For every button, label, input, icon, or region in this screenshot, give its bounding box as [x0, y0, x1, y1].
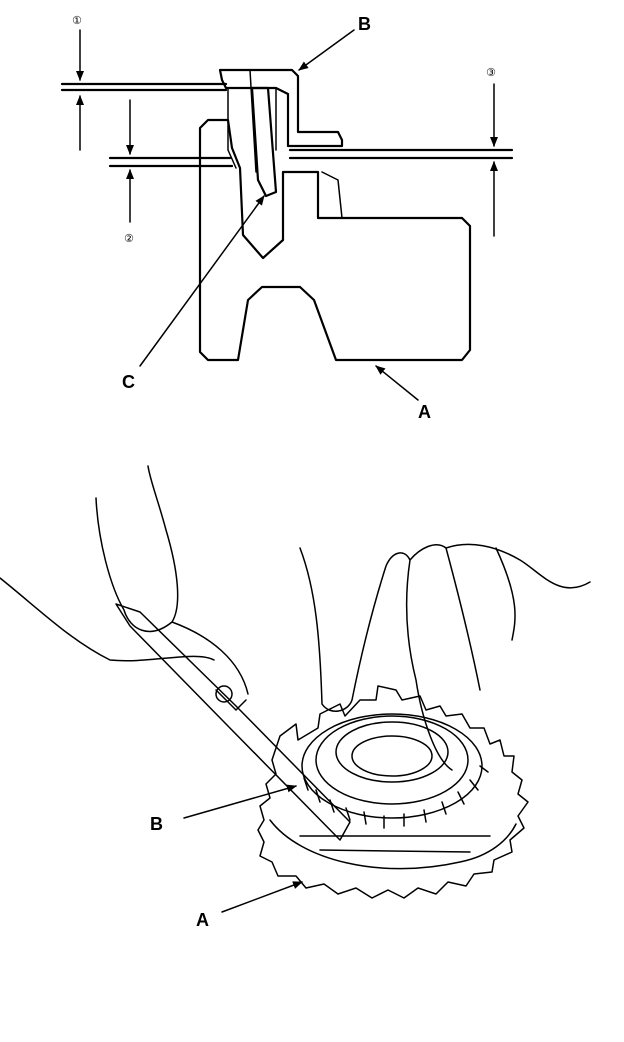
synchro-ring-b-bore	[351, 735, 433, 777]
reference-line-3	[288, 148, 514, 160]
label-dim2: ②	[124, 232, 134, 245]
synchro-ring-b-inner	[335, 721, 449, 783]
gear-a-lower-face	[269, 819, 517, 870]
label-a-bottom: A	[196, 910, 209, 930]
label-c-top: C	[122, 372, 135, 392]
right-hand	[299, 543, 591, 771]
feeler-gauge-rivet	[215, 685, 233, 703]
part-c-key	[250, 86, 278, 198]
synchro-ring-b-mid	[315, 715, 469, 805]
synchro-ring-b-outer	[301, 713, 483, 819]
reference-line-2	[108, 156, 234, 168]
leader-a-bottom	[221, 881, 303, 913]
clearance-diagram: ① ② ③ B C A	[60, 14, 514, 422]
label-b-bottom: B	[150, 814, 163, 834]
reference-line-1	[60, 82, 228, 92]
leader-c	[139, 195, 265, 367]
part-a-inner-step	[321, 171, 343, 219]
leader-b-bottom	[183, 784, 297, 819]
label-dim3: ③	[486, 66, 496, 79]
leader-a	[375, 365, 419, 401]
feeler-gauge	[115, 603, 351, 841]
label-dim1: ①	[72, 14, 82, 27]
label-b-top: B	[358, 14, 371, 34]
synchro-ring-b-teeth	[303, 765, 489, 829]
gear-a	[257, 685, 529, 899]
part-a-sleeve	[198, 118, 472, 362]
part-b-ring	[218, 68, 344, 148]
measurement-illustration: B A	[0, 465, 591, 930]
part-b-tooth	[227, 69, 277, 173]
left-hand	[0, 465, 249, 695]
label-a-top: A	[418, 402, 431, 422]
leader-b	[298, 29, 355, 71]
